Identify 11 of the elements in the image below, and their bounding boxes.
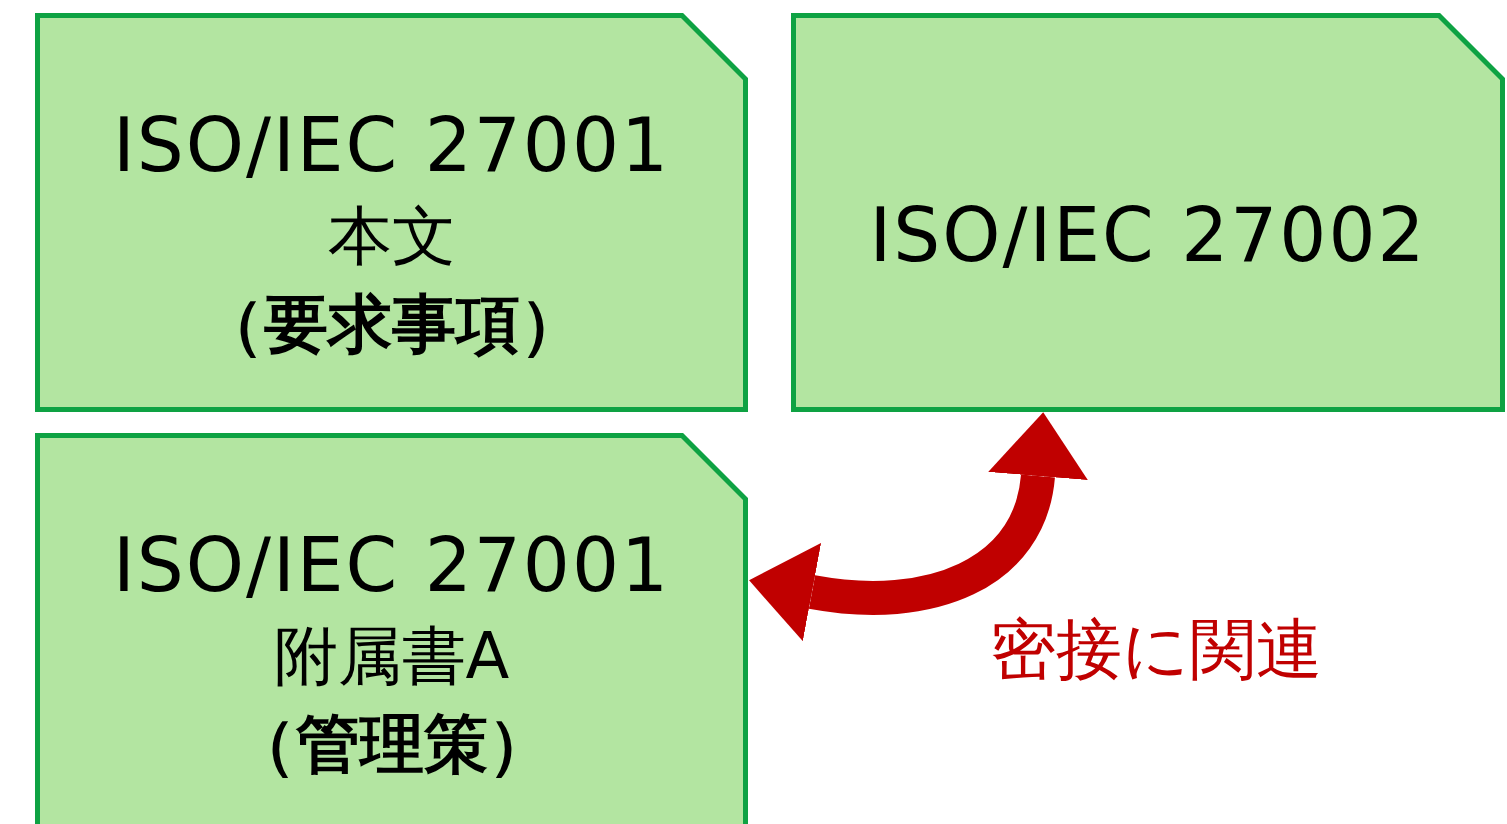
standard-title: ISO/IEC 27002 (869, 195, 1427, 277)
standard-title: ISO/IEC 27001 (112, 525, 671, 607)
section-text: 附属書A (273, 621, 510, 692)
document-box (35, 13, 748, 412)
curved-arrow (748, 412, 1088, 642)
standard-title: ISO/IEC 27001 (112, 105, 671, 187)
document-box (791, 13, 1505, 412)
section-text: （要求事項） (199, 289, 584, 360)
section-text: （管理策） (231, 709, 552, 780)
section-text: 本文 (327, 201, 456, 272)
document-box (35, 433, 748, 824)
